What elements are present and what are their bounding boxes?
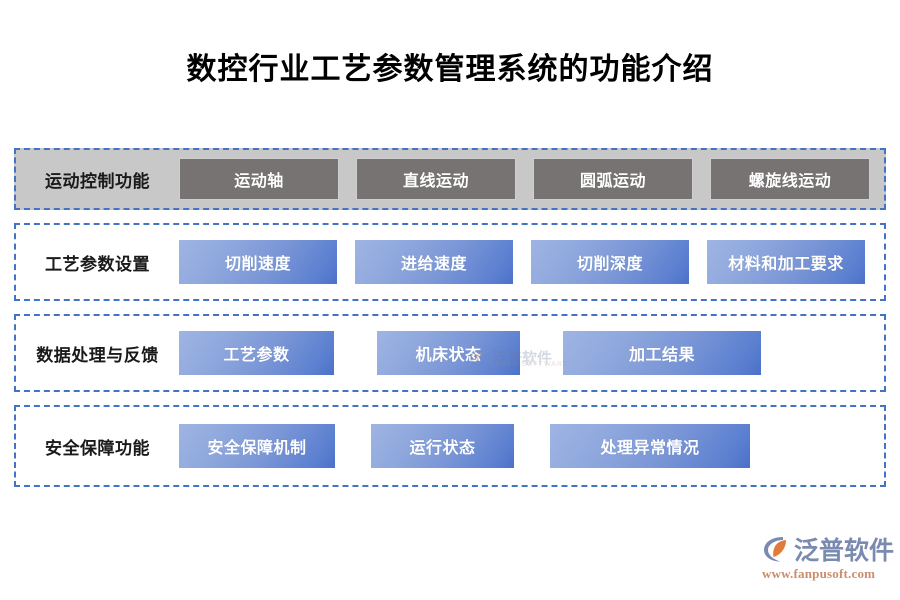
feature-button-feed-rate[interactable]: 进给速度 [355,240,513,284]
row-items-motion-control: 运动轴 直线运动 圆弧运动 螺旋线运动 [179,150,884,208]
feature-row-process-parameters: 工艺参数设置 切削速度 进给速度 切削深度 材料和加工要求 [14,223,886,301]
feature-button-safety-mechanism[interactable]: 安全保障机制 [179,424,335,468]
row-items-data-processing: 工艺参数 机床状态 加工结果 [179,316,884,390]
page-title: 数控行业工艺参数管理系统的功能介绍 [186,53,714,86]
feature-row-safety: 安全保障功能 安全保障机制 运行状态 处理异常情况 [14,405,886,487]
feature-button-exception-handling[interactable]: 处理异常情况 [550,424,750,468]
feature-button-machine-status[interactable]: 机床状态 [377,331,520,375]
feature-button-helical-motion[interactable]: 螺旋线运动 [710,158,870,200]
logo-text: 泛普软件 [794,538,895,565]
feature-button-linear-motion[interactable]: 直线运动 [356,158,516,200]
row-label-process-parameters: 工艺参数设置 [45,254,150,274]
feature-button-cutting-depth[interactable]: 切削深度 [531,240,689,284]
feature-button-cutting-speed[interactable]: 切削速度 [179,240,337,284]
feature-row-motion-control: 运动控制功能 运动轴 直线运动 圆弧运动 螺旋线运动 [14,148,886,210]
feature-row-data-processing: 数据处理与反馈 工艺参数 机床状态 加工结果 泛普软件 FANPU SOFTWA… [14,314,886,392]
row-label-motion-control: 运动控制功能 [45,171,150,191]
company-logo: 泛普软件 www.fanpusoft.com [762,533,895,585]
feature-button-material-requirements[interactable]: 材料和加工要求 [707,240,865,284]
row-items-safety: 安全保障机制 运行状态 处理异常情况 [179,407,884,485]
feature-button-motion-axis[interactable]: 运动轴 [179,158,339,200]
row-label-safety: 安全保障功能 [45,438,150,458]
feature-rows: 运动控制功能 运动轴 直线运动 圆弧运动 螺旋线运动 工艺参数设置 切削速度 进… [14,148,886,500]
feature-button-arc-motion[interactable]: 圆弧运动 [533,158,693,200]
fanpu-logo-icon [764,537,786,562]
feature-button-running-status[interactable]: 运行状态 [371,424,514,468]
logo-url: www.fanpusoft.com [762,566,876,581]
row-label-data-processing: 数据处理与反馈 [36,345,159,365]
logo-row: 泛普软件 [762,533,895,565]
row-items-process-parameters: 切削速度 进给速度 切削深度 材料和加工要求 [179,225,884,299]
feature-button-process-parameter[interactable]: 工艺参数 [179,331,334,375]
feature-button-machining-result[interactable]: 加工结果 [563,331,761,375]
logo-mark [762,535,792,563]
